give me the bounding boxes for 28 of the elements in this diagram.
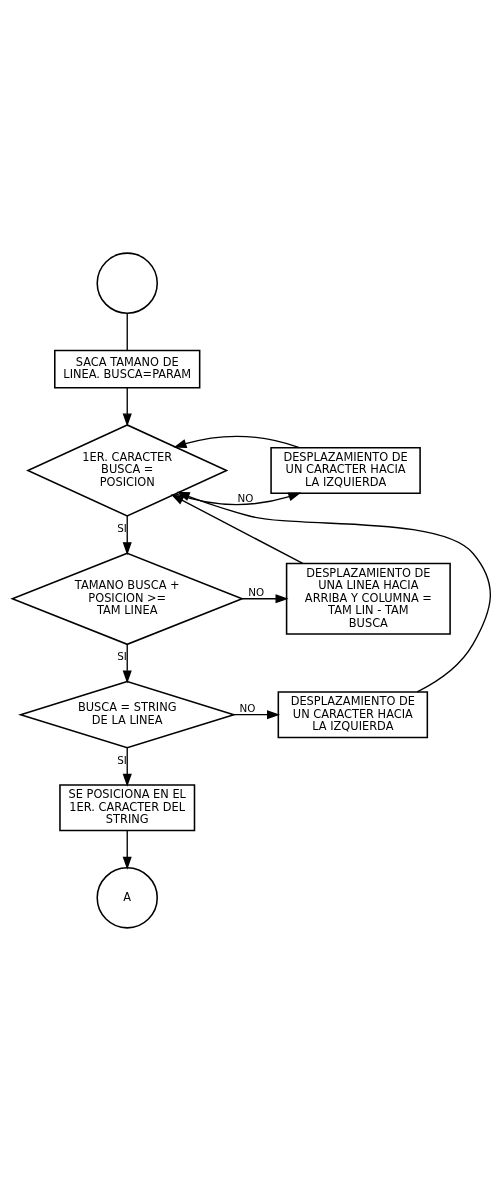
node-diamond: BUSCA = STRING DE LA LINEA (18, 680, 237, 749)
arrow (122, 515, 132, 556)
node-box: DESPLAZAMIENTO DE UN CARACTER HACIA LA IZQUIERDA (277, 691, 429, 739)
edge-label: SI (117, 521, 127, 534)
node-box: DESPLAZAMIENTO DE UN CARACTER HACIA LA IZQUIERDA (270, 446, 421, 494)
edge-label: NO (239, 701, 256, 714)
edge-label: NO (248, 585, 265, 598)
node-diamond: TAMANO BUSCA + POSICION >= TAM LINEA (10, 552, 245, 646)
arrow (233, 710, 281, 720)
arrow (241, 594, 289, 604)
arrow (174, 492, 302, 506)
node-box: SE POSICIONA EN EL 1ER. CARACTER DEL STRING (59, 784, 196, 832)
arrow (122, 643, 132, 684)
connector (126, 312, 128, 351)
arrow (176, 491, 491, 693)
edge-label: SI (117, 753, 127, 766)
node-circle (96, 252, 158, 314)
edge-label: NO (237, 491, 254, 504)
arrow (122, 387, 132, 427)
node-box: DESPLAZAMIENTO DE UNA LINEA HACIA ARRIBA Y COLUMNA = TAM LIN - TAM BUSCA (285, 562, 451, 635)
node-diamond: 1ER. CARACTER BUSCA = POSICION (26, 424, 229, 517)
arrow (170, 494, 304, 565)
node-circle: A (96, 867, 158, 929)
arrow (122, 747, 132, 787)
arrow (122, 829, 132, 870)
arrow (173, 435, 301, 449)
node-box: SACA TAMANO DE LINEA. BUSCA=PARAM (54, 349, 201, 389)
edge-label: SI (117, 649, 127, 662)
